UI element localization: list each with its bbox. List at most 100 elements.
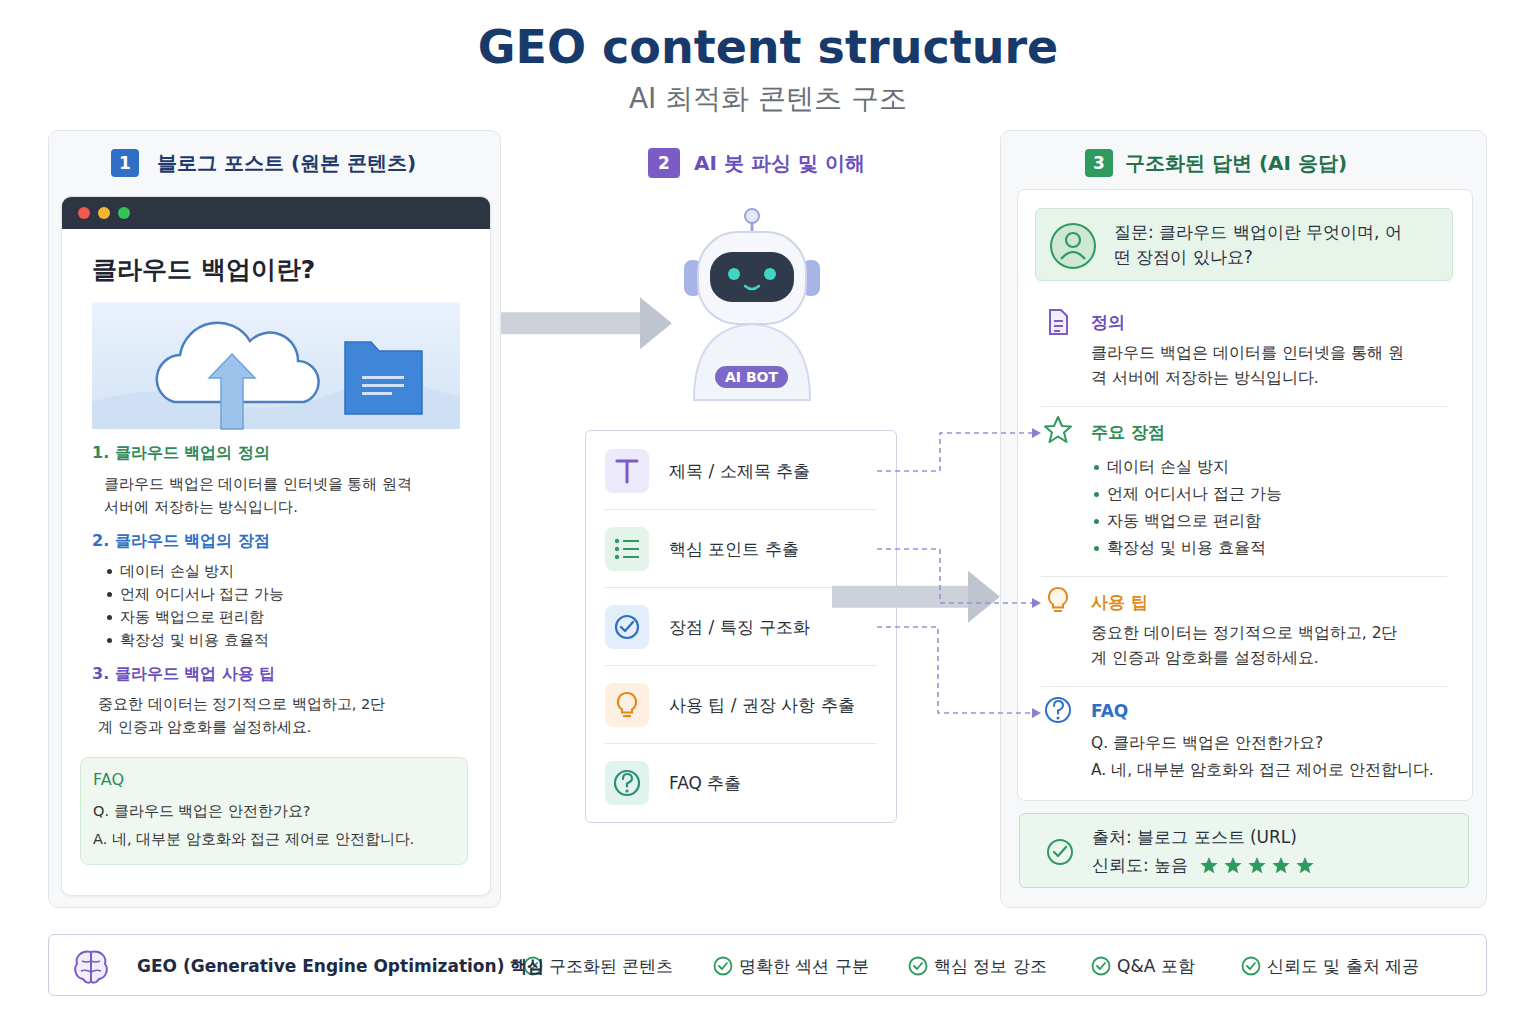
bar-item: 신뢰도 및 출처 제공 [1267,955,1419,978]
parse-step-row: 장점 / 특징 구조화 [605,588,877,666]
answer-section: 정의클라우드 백업은 데이터를 인터넷을 통해 원격 서버에 저장하는 방식입니… [1041,299,1447,407]
answer-section: 주요 장점데이터 손실 방지언제 어디서나 접근 가능자동 백업으로 편리함확장… [1041,407,1447,577]
decor-graphic [623,715,631,717]
step-number: 1 [111,149,139,177]
bar-item: 명확한 섹션 구분 [739,955,869,978]
decor-graphic [1054,701,1063,714]
decor-graphic [1043,415,1073,445]
bullet-item: 데이터 손실 방지 [104,560,234,583]
decor-graphic [728,268,740,280]
faq-box: FAQQ. 클라우드 백업은 안전한가요?A. 네, 대부분 암호화와 접근 제… [80,757,468,865]
section-heading: FAQ [1091,701,1128,721]
flow-arrow-shaft [501,312,640,334]
connector-arrowhead [1032,428,1041,438]
decor-graphic [1049,588,1067,608]
section-body: 중요한 데이터는 정기적으로 백업하고, 2단계 인증과 암호화를 설정하세요. [98,693,398,739]
decor-graphic [118,207,130,219]
decor-graphic [1048,840,1072,864]
decor-graphic [1247,963,1255,969]
connector [832,571,1000,623]
connector [877,627,1041,718]
bullet-item: 확장성 및 비용 효율적 [1091,536,1266,561]
decor-graphic [1054,847,1066,856]
decor-graphic [1200,857,1217,873]
connector [877,428,1041,471]
answer-section: 사용 팁중요한 데이터는 정기적으로 백업하고, 2단계 인증과 암호화를 설정… [1041,577,1447,687]
bullet-item: 자동 백업으로 편리함 [104,606,264,629]
decor-graphic [1224,857,1241,873]
connector-arrowhead [1032,598,1041,608]
bullet-item: 언제 어디서나 접근 가능 [104,583,284,606]
decor-graphic [616,616,638,638]
decor-graphic [719,963,727,969]
decor-graphic [1091,956,1111,976]
bot-badge: AI BOT [715,366,788,388]
decor-graphic [617,461,637,482]
bullet-item: 자동 백업으로 편리함 [1091,509,1261,534]
faq-question: Q. 클라우드 백업은 안전한가요? [1091,731,1451,756]
question-text: 질문: 클라우드 백업이란 무엇이며, 어떤 장점이 있나요? [1114,220,1414,270]
decor-graphic [625,789,628,792]
decor-graphic [605,761,649,805]
decor-graphic [1046,698,1070,722]
decor-graphic [1054,321,1063,331]
parse-step-label: 장점 / 특징 구조화 [669,616,810,639]
decor-graphic [1046,838,1074,866]
section-heading: 2. 클라우드 백업의 장점 [92,531,270,552]
faq-answer: A. 네, 대부분 암호화와 접근 제어로 안전합니다. [93,828,463,851]
decor-graphic [1043,307,1073,337]
decor-graphic [623,541,639,557]
parse-step-row: 핵심 포인트 추출 [605,510,877,588]
decor-graphic [1248,857,1265,873]
decor-graphic [209,354,255,429]
decor-graphic [1241,956,1261,976]
decor-graphic [92,302,460,429]
decor-graphic [623,774,632,787]
decor-graphic [362,384,404,387]
decor-graphic [615,547,619,551]
diagram-title: GEO content structure [0,20,1536,74]
decor-graphic [362,392,392,395]
decor-graphic [1057,717,1060,720]
decor-graphic [1061,252,1085,259]
decor-graphic [605,605,649,649]
decor-graphic [1050,223,1096,269]
section-body: 클라우드 백업은 데이터를 인터넷을 통해 원격 서버에 저장하는 방식입니다. [1091,341,1411,391]
flow-arrow-head [640,297,672,349]
decor-graphic [1243,958,1260,975]
decor-graphic [98,207,110,219]
section-heading: 정의 [1091,311,1125,334]
decor-graphic [78,207,90,219]
decor-graphic [618,693,636,713]
decor-graphic [615,555,619,559]
parse-step-row: 제목 / 소제목 추출 [605,432,877,510]
decor-graphic [621,622,633,631]
decor-graphic [764,268,776,280]
section-heading: 1. 클라우드 백업의 정의 [92,443,270,464]
parse-step-label: 사용 팁 / 권장 사항 추출 [669,694,855,717]
bullet-item: 언제 어디서나 접근 가능 [1091,482,1282,507]
decor-graphic [1054,610,1062,612]
decor-graphic [908,956,928,976]
decor-graphic [362,376,404,379]
parse-step-label: 제목 / 소제목 추출 [669,460,810,483]
mapping-connector [877,627,1032,713]
mapping-connector [877,549,1032,603]
source-text: 출처: 블로그 포스트 (URL) [1092,826,1297,849]
section-heading: 사용 팁 [1091,591,1148,614]
decor-graphic [615,771,639,795]
decor-graphic [76,206,146,220]
section-body: 클라우드 백업은 데이터를 인터넷을 통해 원격 서버에 저장하는 방식입니다. [104,473,414,519]
decor-graphic [1200,857,1320,875]
decor-graphic [345,342,422,414]
decor-graphic [1051,224,1095,268]
step-number: 2 [648,148,680,178]
bullet-item: 데이터 손실 방지 [1091,455,1229,480]
bar-item: 핵심 정보 강조 [934,955,1047,978]
decor-graphic [81,952,101,981]
faq-heading: FAQ [93,770,124,789]
panel-heading: 블로그 포스트 (원본 콘텐츠) [157,150,416,177]
post-title: 클라우드 백업이란? [92,253,315,286]
